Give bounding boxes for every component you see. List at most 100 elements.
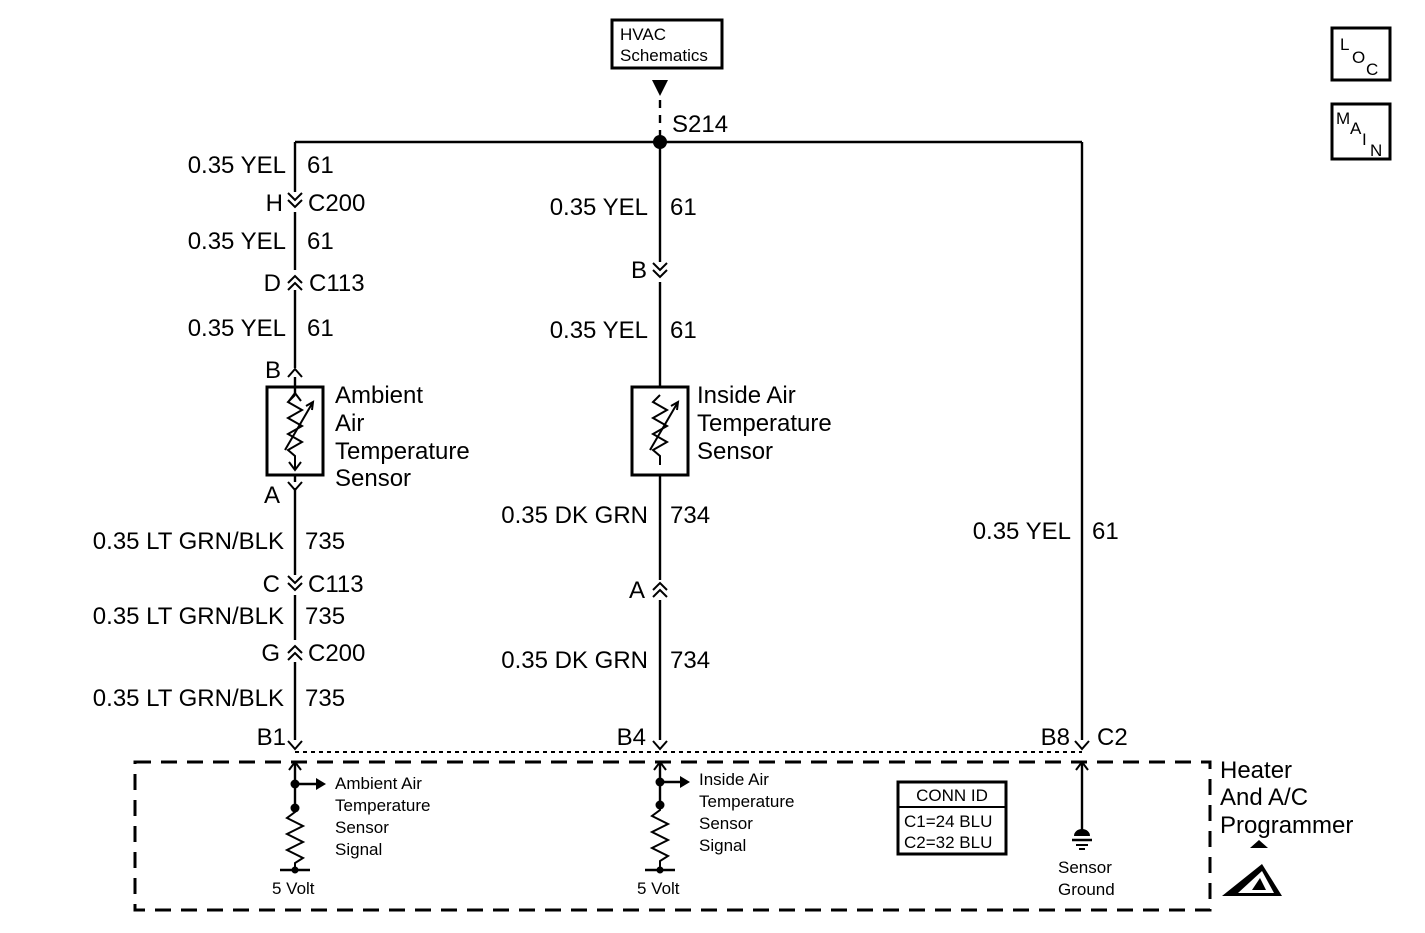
ground-label: Sensor — [1058, 858, 1112, 877]
svg-text:N: N — [1370, 141, 1382, 160]
wire-size-label: 0.35 LT GRN/BLK — [93, 685, 284, 712]
middle-branch: 0.35 YEL 61 B 0.35 YEL 61 Inside Air Tem… — [501, 142, 832, 751]
sensor-label: Air — [335, 410, 364, 437]
sensor-label: Temperature — [697, 410, 832, 437]
ground-label: Ground — [1058, 880, 1115, 899]
module-label: Programmer — [1220, 812, 1353, 839]
svg-text:M: M — [1336, 109, 1350, 128]
wire-size-label: 0.35 LT GRN/BLK — [93, 603, 284, 630]
volt-label: 5 Volt — [637, 879, 680, 898]
circuit-number: 734 — [670, 502, 710, 529]
wire-size-label: 0.35 LT GRN/BLK — [93, 528, 284, 555]
conn-id-row: C2=32 BLU — [904, 833, 992, 852]
wire-size-label: 0.35 DK GRN — [501, 502, 648, 529]
connector-pin: D — [264, 270, 281, 297]
module-connector: C2 — [1097, 724, 1128, 751]
connector-pin: C — [263, 571, 280, 598]
sensor-ground-circuit — [1072, 760, 1092, 850]
conn-id-title: CONN ID — [916, 786, 988, 805]
sensor-pin: B — [265, 357, 281, 384]
connector-pin: A — [629, 577, 645, 604]
connector-cavity-icon — [652, 740, 668, 750]
ground-icon — [1074, 829, 1090, 836]
signal-label: Inside Air — [699, 770, 769, 789]
ambient-signal-circuit — [280, 760, 326, 874]
sensor-label: Temperature — [335, 438, 470, 465]
wire-size-label: 0.35 YEL — [550, 317, 648, 344]
ambient-air-temperature-sensor[interactable] — [265, 377, 325, 482]
esd-warning-icon — [1222, 840, 1282, 896]
connector-name: C113 — [308, 571, 364, 598]
loc-icon[interactable]: L O C — [1330, 26, 1392, 82]
inside-signal-circuit — [645, 760, 690, 874]
connector-pin: G — [261, 640, 280, 667]
wire-size-label: 0.35 YEL — [188, 228, 286, 255]
signal-label: Signal — [335, 840, 382, 859]
wire-size-label: 0.35 YEL — [188, 152, 286, 179]
module-pin: B1 — [257, 724, 286, 751]
sensor-label: Sensor — [697, 438, 773, 465]
sensor-label: Inside Air — [697, 382, 796, 409]
signal-label: Temperature — [335, 796, 430, 815]
connector-pin: H — [266, 190, 283, 217]
circuit-number: 61 — [307, 315, 334, 342]
right-branch: 0.35 YEL 61 B8 C2 — [973, 142, 1128, 751]
hvac-ref-line2: Schematics — [620, 46, 708, 65]
connector-cavity-icon — [287, 192, 303, 208]
module-label: And A/C — [1220, 784, 1308, 811]
svg-text:C: C — [1366, 60, 1378, 79]
module-pin: B8 — [1041, 724, 1070, 751]
circuit-number: 61 — [670, 317, 697, 344]
volt-label: 5 Volt — [272, 879, 315, 898]
signal-label: Sensor — [699, 814, 753, 833]
wire-size-label: 0.35 YEL — [973, 518, 1071, 545]
connector-pin: B — [631, 257, 647, 284]
wire-size-label: 0.35 YEL — [550, 194, 648, 221]
svg-text:L: L — [1340, 35, 1349, 54]
connector-cavity-icon — [287, 481, 303, 491]
hvac-schematics-reference[interactable]: HVAC Schematics — [610, 18, 724, 70]
connector-name: C113 — [309, 270, 365, 297]
wire-size-label: 0.35 YEL — [188, 315, 286, 342]
inside-air-temperature-sensor[interactable] — [630, 385, 690, 477]
circuit-number: 61 — [670, 194, 697, 221]
circuit-number: 734 — [670, 647, 710, 674]
connector-cavity-icon — [1074, 740, 1090, 750]
connector-cavity-icon — [652, 582, 668, 598]
hvac-ref-line1: HVAC — [620, 25, 666, 44]
connector-id-table: CONN ID C1=24 BLU C2=32 BLU — [896, 780, 1008, 856]
circuit-number: 61 — [307, 228, 334, 255]
svg-text:A: A — [1350, 119, 1362, 138]
module-label: Heater — [1220, 757, 1292, 784]
connector-name: C200 — [308, 640, 365, 667]
connector-cavity-icon — [287, 275, 303, 291]
module-pin: B4 — [617, 724, 646, 751]
circuit-number: 61 — [307, 152, 334, 179]
svg-text:O: O — [1352, 48, 1365, 67]
arrow-down-icon — [652, 80, 668, 96]
conn-id-row: C1=24 BLU — [904, 812, 992, 831]
sensor-label: Ambient — [335, 382, 423, 409]
main-icon[interactable]: M A I N — [1330, 102, 1392, 161]
signal-label: Ambient Air — [335, 774, 422, 793]
svg-text:I: I — [1362, 130, 1367, 149]
signal-label: Signal — [699, 836, 746, 855]
left-branch: 0.35 YEL 61 H C200 0.35 YEL 61 D C113 0.… — [93, 142, 470, 751]
circuit-number: 735 — [305, 528, 345, 555]
signal-label: Temperature — [699, 792, 794, 811]
connector-name: C200 — [308, 190, 365, 217]
circuit-number: 735 — [305, 603, 345, 630]
circuit-number: 735 — [305, 685, 345, 712]
signal-label: Sensor — [335, 818, 389, 837]
connector-cavity-icon — [287, 575, 303, 591]
connector-cavity-icon — [287, 740, 303, 750]
connector-cavity-icon — [652, 262, 668, 278]
sensor-pin: A — [264, 482, 280, 509]
heater-ac-programmer-module[interactable] — [133, 760, 1212, 912]
splice-label: S214 — [672, 111, 728, 138]
circuit-number: 61 — [1092, 518, 1119, 545]
connector-cavity-icon — [287, 368, 303, 378]
wire-size-label: 0.35 DK GRN — [501, 647, 648, 674]
sensor-label: Sensor — [335, 465, 411, 492]
